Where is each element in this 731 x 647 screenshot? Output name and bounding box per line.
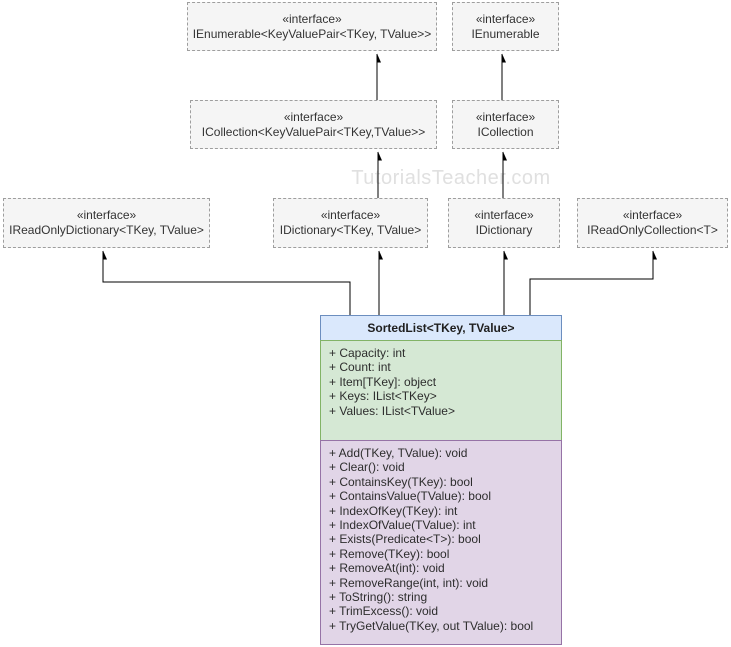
method-item: + Exists(Predicate<T>): bool: [329, 532, 481, 547]
edge-sortedlist-to-ireadonlydictionary: [102, 251, 351, 316]
interface-name: IDictionary: [475, 223, 533, 237]
method-item: + ContainsKey(TKey): bool: [329, 474, 473, 489]
method-item: + RemoveAt(int): void: [329, 561, 445, 576]
method-item: + Remove(TKey): bool: [329, 546, 450, 561]
method-item: + TryGetValue(TKey, out TValue): bool: [329, 618, 534, 633]
interface-node-ienumerable-kvp: «interface» IEnumerable<KeyValuePair<TKe…: [187, 2, 437, 51]
interface-node-ireadonlydictionary: «interface» IReadOnlyDictionary<TKey, TV…: [3, 198, 210, 248]
class-title: SortedList<TKey, TValue>: [320, 315, 562, 341]
interface-name: IReadOnlyCollection<T>: [587, 223, 718, 237]
interface-node-idictionary: «interface» IDictionary: [448, 198, 560, 248]
stereotype-label: «interface»: [474, 208, 534, 222]
interface-name: IDictionary<TKey, TValue>: [279, 223, 422, 237]
class-properties-section: + Capacity: int + Count: int + Item[TKey…: [320, 340, 562, 441]
method-item: + IndexOfValue(TValue): int: [329, 518, 476, 533]
interface-node-idictionary-generic: «interface» IDictionary<TKey, TValue>: [273, 198, 428, 248]
watermark: TutorialsTeacher.com: [351, 167, 551, 189]
property-item: + Values: IList<TValue>: [329, 403, 455, 418]
method-item: + IndexOfKey(TKey): int: [329, 503, 458, 518]
method-item: + ToString(): string: [329, 590, 428, 605]
property-item: + Capacity: int: [329, 346, 406, 360]
method-item: + Clear(): void: [329, 460, 405, 475]
method-item: + Add(TKey, TValue): void: [329, 446, 468, 460]
stereotype-label: «interface»: [283, 109, 344, 124]
edge-sortedlist-to-ireadonlycollection: [529, 251, 653, 316]
interface-name: IEnumerable<KeyValuePair<TKey, TValue>>: [192, 26, 432, 41]
interface-name: IEnumerable: [471, 26, 540, 41]
interface-node-icollection: «interface» ICollection: [452, 100, 559, 149]
stereotype-label: «interface»: [475, 11, 536, 26]
class-node-sortedlist: SortedList<TKey, TValue> + Capacity: int…: [320, 315, 562, 645]
property-item: + Keys: IList<TKey>: [329, 389, 437, 404]
method-item: + ContainsValue(TValue): bool: [329, 489, 491, 504]
stereotype-label: «interface»: [622, 208, 683, 222]
interface-name: ICollection<KeyValuePair<TKey,TValue>>: [201, 124, 426, 139]
stereotype-label: «interface»: [475, 109, 536, 124]
interface-node-ienumerable: «interface» IEnumerable: [452, 2, 559, 51]
interface-name: IReadOnlyDictionary<TKey, TValue>: [9, 223, 204, 237]
stereotype-label: «interface»: [320, 208, 381, 222]
interface-node-ireadonlycollection: «interface» IReadOnlyCollection<T>: [577, 198, 728, 248]
method-item: + RemoveRange(int, int): void: [329, 575, 489, 590]
property-item: + Item[TKey]: object: [329, 374, 437, 389]
method-item: + TrimExcess(): void: [329, 604, 439, 619]
property-item: + Count: int: [329, 360, 391, 375]
class-methods-section: + Add(TKey, TValue): void + Clear(): voi…: [320, 440, 562, 645]
stereotype-label: «interface»: [76, 208, 137, 222]
interface-name: ICollection: [477, 124, 534, 139]
stereotype-label: «interface»: [282, 11, 342, 26]
interface-node-icollection-kvp: «interface» ICollection<KeyValuePair<TKe…: [190, 100, 437, 149]
